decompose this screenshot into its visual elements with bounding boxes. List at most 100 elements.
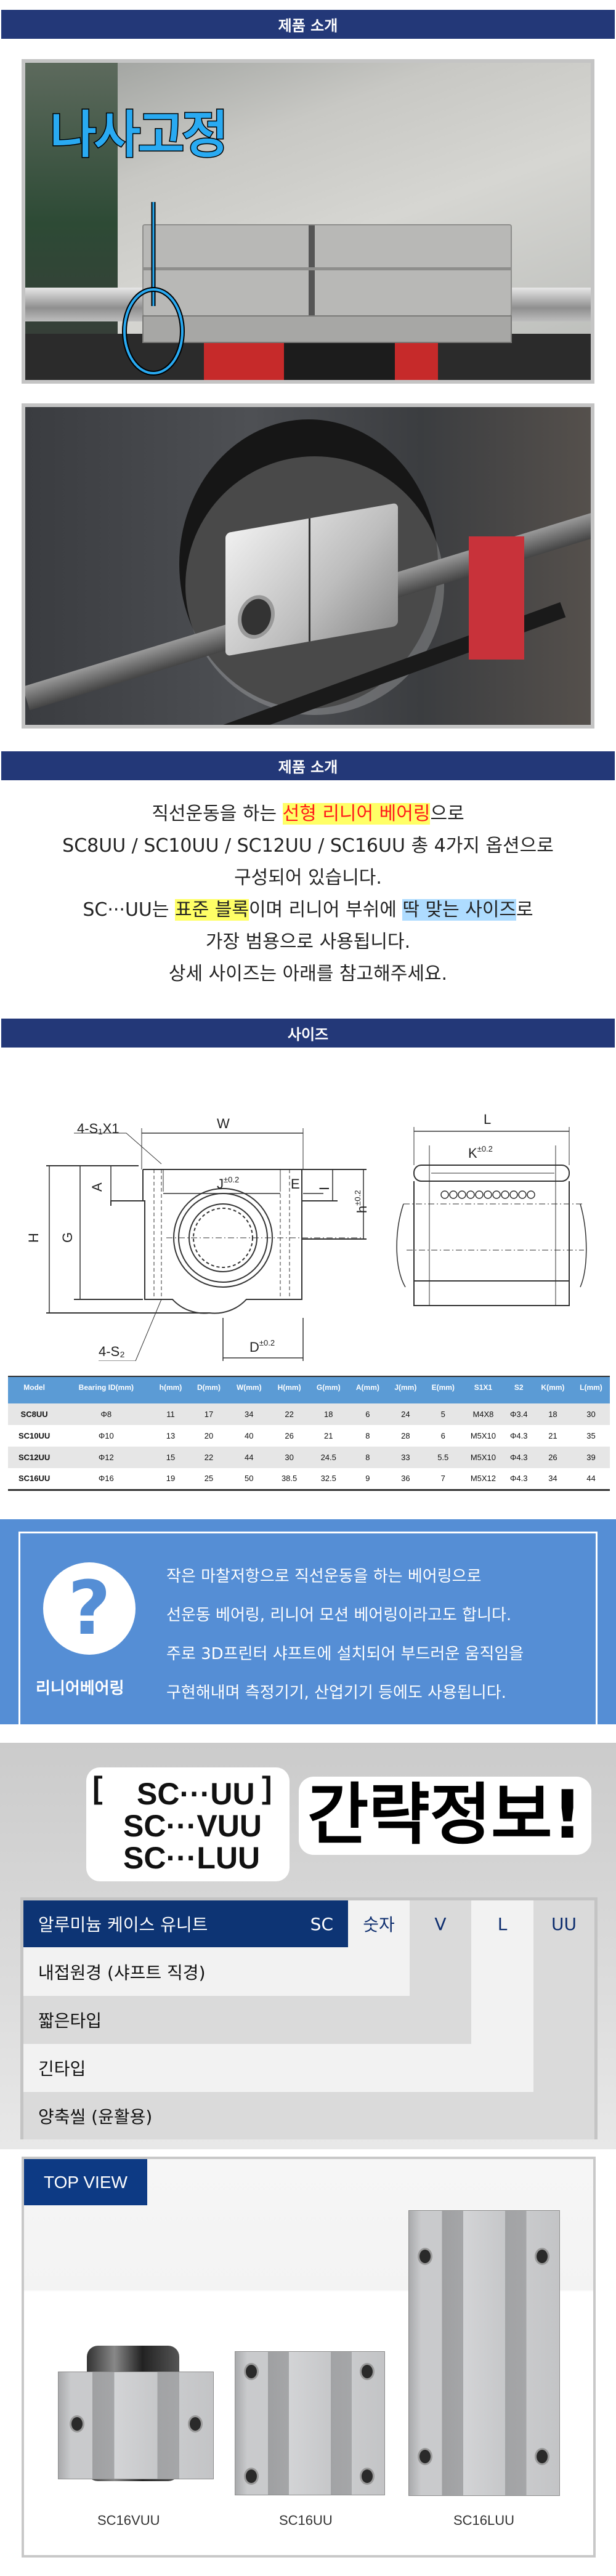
label-d: D±0.2 <box>249 1338 275 1355</box>
table-cell: 44 <box>572 1468 610 1490</box>
intro-line: 구성되어 있습니다. <box>234 867 382 889</box>
label-j: J±0.2 <box>217 1175 239 1192</box>
table-cell: 33 <box>387 1447 424 1468</box>
row-label: 짧은타입 <box>23 1996 348 2044</box>
table-cell: 22 <box>270 1403 309 1425</box>
info-frame <box>18 1532 598 1741</box>
column-header: S2 <box>504 1376 533 1403</box>
table-cell: 5 <box>424 1403 463 1425</box>
bracket-close: ] <box>262 1770 272 1805</box>
grid-cell <box>348 2044 410 2092</box>
product-label: SC16UU <box>279 2513 333 2528</box>
grid-cell <box>471 2044 533 2092</box>
grid-cell <box>471 1947 533 1996</box>
grid-cell <box>348 1996 410 2044</box>
side-view <box>396 1127 587 1306</box>
table-cell: 17 <box>189 1403 229 1425</box>
model-name: SC···VUU <box>123 1809 262 1843</box>
info-label: 리니어베어링 <box>36 1679 124 1698</box>
intro-line: SC8UU / SC10UU / SC12UU / SC16UU 총 4가지 옵… <box>62 835 554 857</box>
table-cell: 50 <box>228 1468 270 1490</box>
table-cell: 18 <box>309 1403 349 1425</box>
table-cell: 24.5 <box>309 1447 349 1468</box>
grid-cell <box>410 1947 471 1996</box>
section-header-intro-2: 제품 소개 <box>1 751 615 780</box>
row-label: 긴타입 <box>23 2044 348 2092</box>
table-cell: 11 <box>152 1403 190 1425</box>
product-photo-printer <box>22 403 594 729</box>
intro-line: SC···UU는 표준 블록이며 리니어 부쉬에 딱 맞는 사이즈로 <box>83 899 533 921</box>
table-cell: M5X10 <box>462 1425 505 1447</box>
model-name: SC···UU <box>137 1777 255 1811</box>
table-cell: 36 <box>387 1468 424 1490</box>
table-cell: M5X10 <box>462 1447 505 1468</box>
bearing-block <box>142 224 512 318</box>
top-view-badge: TOP VIEW <box>24 2159 147 2205</box>
table-cell: 22 <box>189 1447 229 1468</box>
column-header: H(mm) <box>270 1376 309 1403</box>
highlight-standard-block: 표준 블록 <box>175 899 249 921</box>
grid-cell <box>410 2092 471 2139</box>
intro-text: 직선운동을 하는 선형 리니어 베어링으로 SC8UU / SC10UU / S… <box>0 798 616 990</box>
section-header-size: 사이즈 <box>1 1019 615 1048</box>
label-e: E <box>291 1176 300 1192</box>
intro-line: 직선운동을 하는 선형 리니어 베어링으로 <box>152 803 464 825</box>
section-title: 제품 소개 <box>278 17 338 34</box>
intro-line: 가장 범용으로 사용됩니다. <box>205 931 411 953</box>
column-header-1: V <box>410 1900 471 1947</box>
table-cell: 6 <box>424 1425 463 1447</box>
info-line: 주로 3D프린터 샤프트에 설치되어 부드러운 움직임을 <box>166 1645 524 1663</box>
row-label: 양축씰 (윤활용) <box>23 2092 348 2139</box>
info-line: 선운동 베어링, 리니어 모션 베어링이라고도 합니다. <box>166 1606 512 1625</box>
table-cell: 28 <box>387 1425 424 1447</box>
table-cell: 13 <box>152 1425 190 1447</box>
section-title: 사이즈 <box>287 1026 329 1043</box>
info-line: 작은 마찰저항으로 직선운동을 하는 베어링으로 <box>166 1567 482 1586</box>
column-header-2: L <box>471 1900 533 1947</box>
grid-cell <box>410 1996 471 2044</box>
callout-label: 나사고정 <box>49 105 230 166</box>
table-cell: 38.5 <box>270 1468 309 1490</box>
table-cell: 19 <box>152 1468 190 1490</box>
label-s2: 4-S₂ <box>99 1344 125 1359</box>
table-cell: 30 <box>270 1447 309 1468</box>
header-sc: SC <box>310 1913 333 1934</box>
highlight-fit-size: 딱 맞는 사이즈 <box>402 899 517 921</box>
label-g: G <box>60 1232 75 1243</box>
section-title: 제품 소개 <box>278 759 338 776</box>
info-line: 구현해내며 측정기기, 산업기기 등에도 사용됩니다. <box>166 1684 506 1702</box>
summary-section: [ SC···UU SC···VUU SC···LUU ] 간략정보! 알루미늄… <box>0 1743 616 2149</box>
table-cell: 34 <box>228 1403 270 1425</box>
table-cell: 30 <box>572 1403 610 1425</box>
column-header: Bearing ID(mm) <box>60 1376 152 1403</box>
table-cell: 26 <box>270 1425 309 1447</box>
column-header: D(mm) <box>189 1376 229 1403</box>
table-cell: 18 <box>533 1403 572 1425</box>
intro-line: 상세 사이즈는 아래를 참고해주세요. <box>168 963 448 985</box>
column-header: W(mm) <box>228 1376 270 1403</box>
grid-cell <box>410 2044 471 2092</box>
callout-pointer <box>122 202 185 376</box>
table-cell: 26 <box>533 1447 572 1468</box>
grid-cell <box>348 2092 410 2139</box>
column-header-0: 숫자 <box>348 1900 410 1947</box>
table-cell: 8 <box>348 1425 387 1447</box>
label-a: A <box>89 1182 105 1192</box>
product-label: SC16VUU <box>97 2513 160 2528</box>
grid-cell <box>533 1996 594 2044</box>
grid-cell <box>348 1947 410 1996</box>
product-sc16uu <box>235 2351 385 2495</box>
table-cell: Φ4.3 <box>504 1425 533 1447</box>
label-w: W <box>217 1116 230 1131</box>
table-cell: 6 <box>348 1403 387 1425</box>
label-h-small: h±0.2 <box>353 1190 370 1213</box>
table-cell: Φ8 <box>60 1403 152 1425</box>
label-k: K±0.2 <box>468 1144 493 1161</box>
bracket-open: [ <box>92 1770 103 1805</box>
grid-cell <box>471 1996 533 2044</box>
